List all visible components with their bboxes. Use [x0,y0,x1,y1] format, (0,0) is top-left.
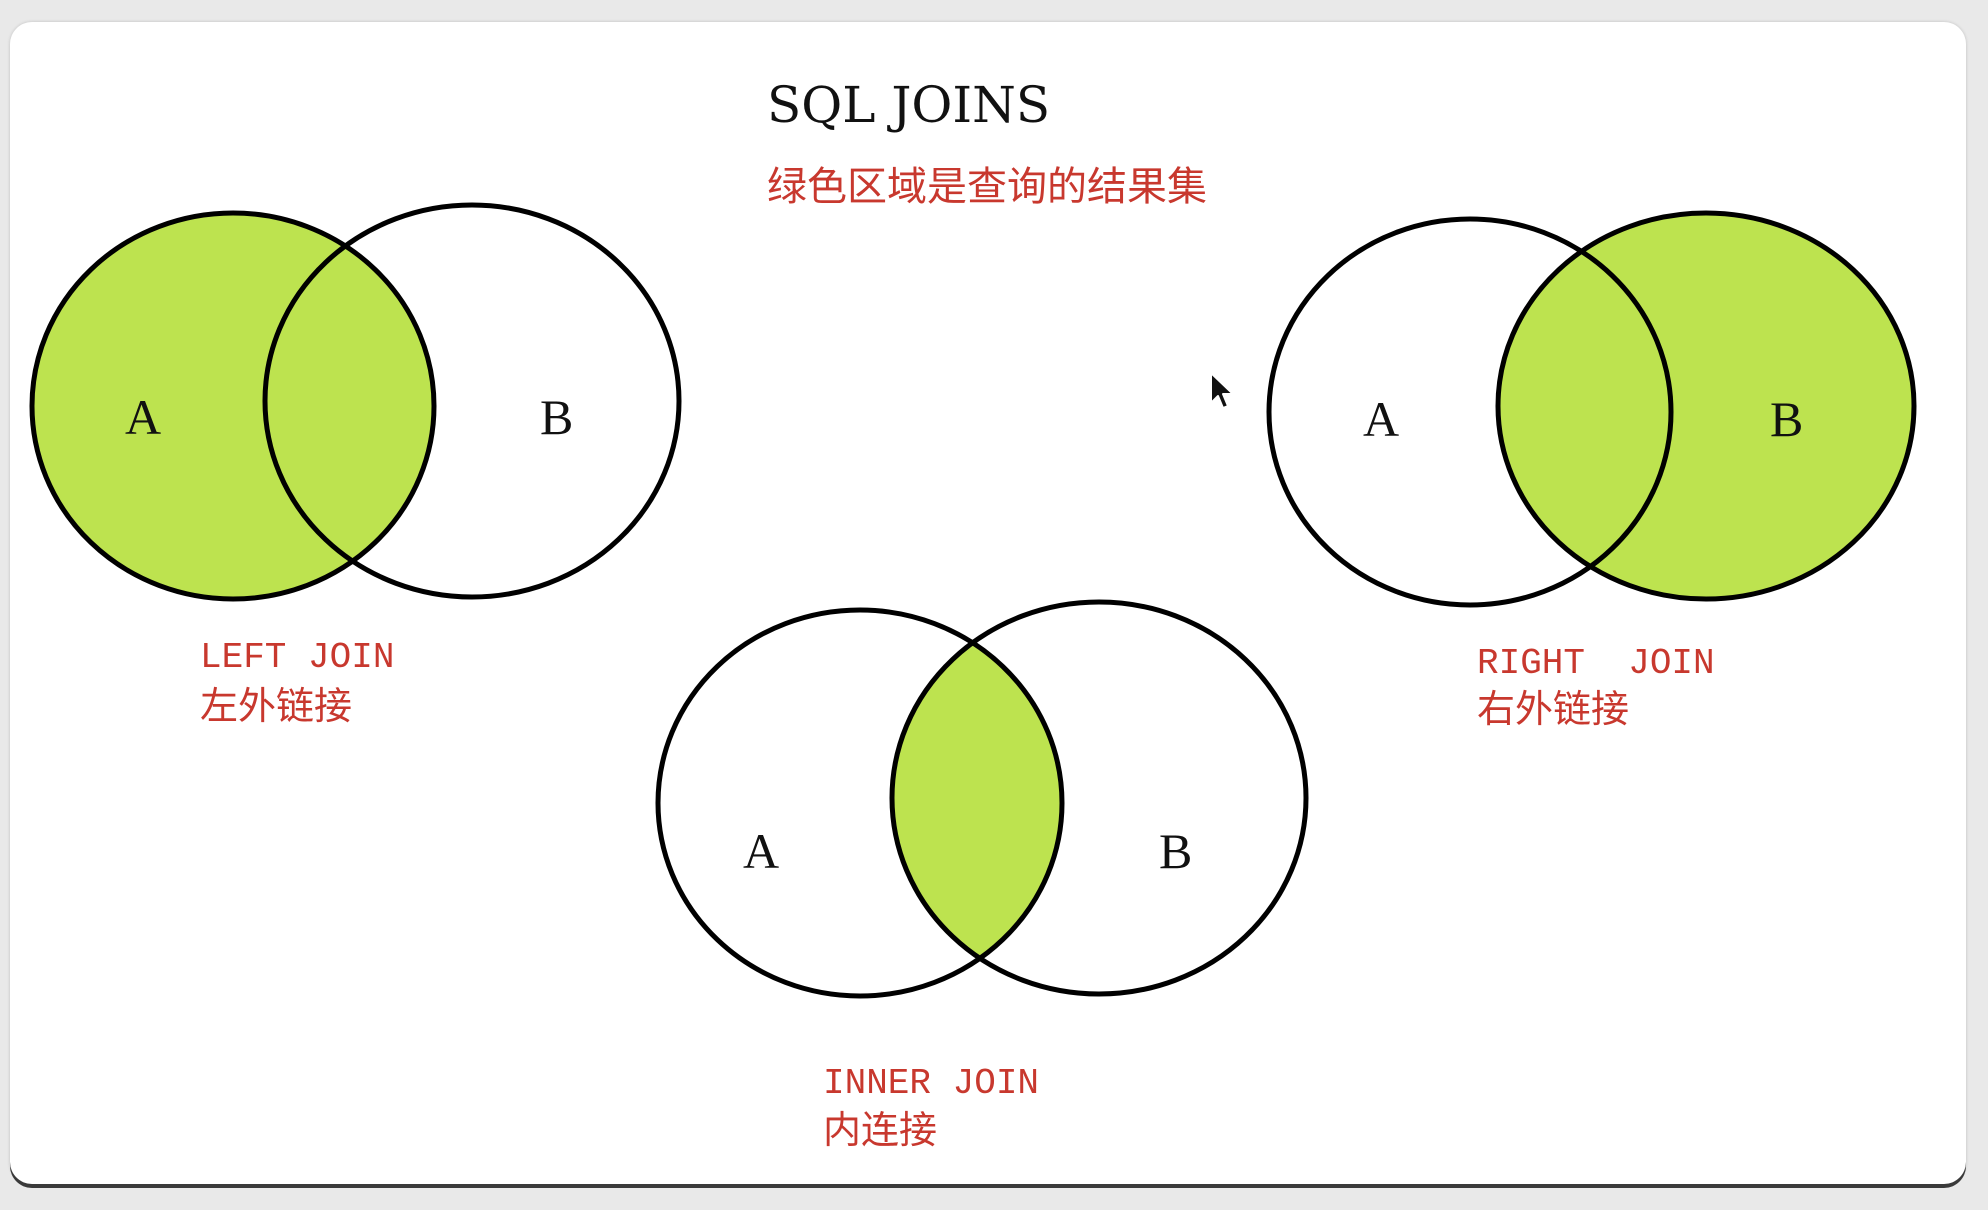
left-join-circle-a [29,210,437,602]
left-join-venn: A B LEFT JOIN 左外链接 [29,202,682,728]
right-join-set-b-fill [1498,213,1914,599]
arrow-cursor-icon [1210,372,1234,409]
inner-join-label-b: B [1159,823,1192,879]
right-join-circle-b [1495,210,1917,602]
inner-join-circle-b [889,599,1309,997]
left-join-label-a: A [125,389,161,445]
inner-join-label-a: A [743,823,779,879]
inner-join-venn: A B INNER JOIN 内连接 [655,599,1309,1152]
right-join-venn: A B RIGHT JOIN 右外链接 [1266,210,1917,731]
left-join-intersection-fill [265,213,434,597]
right-join-name-cn: 右外链接 [1477,687,1629,731]
left-join-circle-b [262,202,682,600]
left-join-name: LEFT JOIN [200,637,394,678]
diagram-subtitle: 绿色区域是查询的结果集 [767,164,1207,210]
inner-join-name: INNER JOIN [823,1063,1039,1104]
right-join-label-b: B [1770,391,1803,447]
right-join-label-a: A [1363,391,1399,447]
inner-join-circle-a [655,607,1065,999]
right-join-name: RIGHT JOIN [1477,643,1715,684]
left-join-label-b: B [540,389,573,445]
inner-join-intersection-fill [892,610,1062,994]
right-join-circle-a [1266,216,1674,608]
sql-joins-diagram: SQL JOINS 绿色区域是查询的结果集 A B LEFT JOIN 左外链接… [29,76,1917,1152]
inner-join-name-cn: 内连接 [823,1108,937,1152]
diagram-canvas: SQL JOINS 绿色区域是查询的结果集 A B LEFT JOIN 左外链接… [10,22,1966,1184]
diagram-title: SQL JOINS [767,76,1050,134]
left-join-name-cn: 左外链接 [200,684,352,728]
